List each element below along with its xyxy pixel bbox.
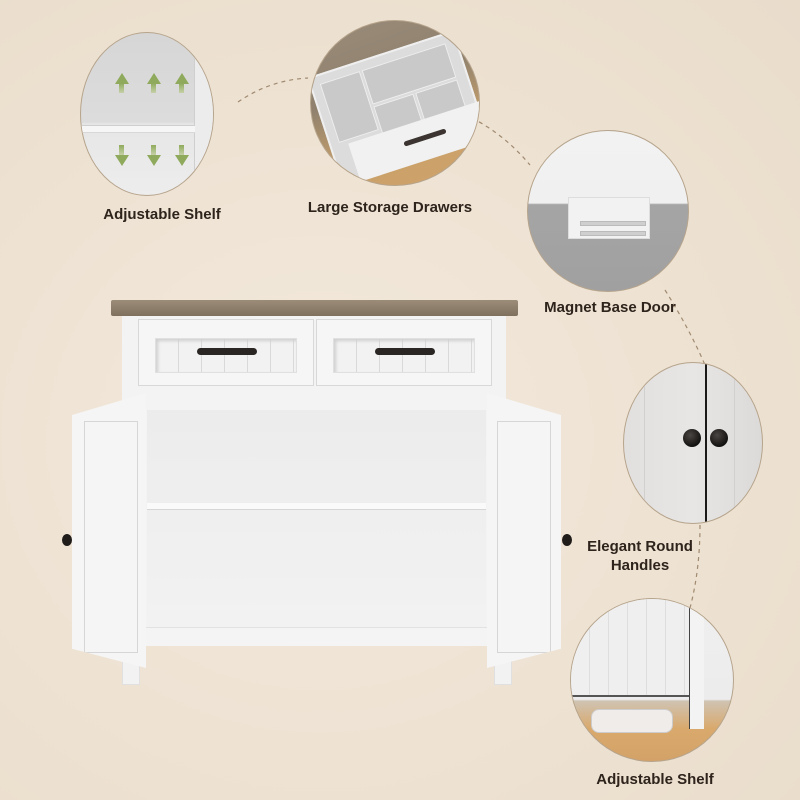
cabinet-interior: [147, 410, 486, 628]
cabinet-leg: [689, 599, 704, 729]
cabinet-base: [135, 627, 497, 646]
cabinet-top: [111, 300, 518, 316]
drawer-right: [316, 319, 492, 386]
label-elegant-round-handles: Elegant Round Handles: [587, 538, 693, 574]
door-knob-icon: [62, 534, 72, 546]
arrow-up-icon: [175, 73, 189, 84]
cabinet-door: [571, 599, 689, 697]
interior-shelf: [147, 503, 486, 510]
label-magnet-base-door: Magnet Base Door: [544, 299, 676, 316]
callout-image-adjustable-shelf-bottom: [570, 598, 734, 762]
label-adjustable-shelf-top: Adjustable Shelf: [103, 206, 221, 223]
label-large-storage-drawers: Large Storage Drawers: [307, 199, 473, 216]
drawer-handle-icon: [375, 348, 435, 355]
callout-image-elegant-round-handles: [623, 362, 763, 524]
door-left-open: [72, 393, 146, 668]
robot-vacuum: [591, 709, 673, 733]
arrow-up-icon: [147, 73, 161, 84]
round-knob-icon: [683, 429, 701, 447]
callout-image-large-storage-drawers: [310, 20, 480, 186]
door-gap: [705, 363, 707, 523]
arrow-down-icon: [175, 155, 189, 166]
arrow-down-icon: [115, 155, 129, 166]
arrow-down-icon: [147, 155, 161, 166]
round-knob-icon: [710, 429, 728, 447]
callout-image-magnet-base-door: [527, 130, 689, 292]
arrow-up-icon: [115, 73, 129, 84]
drawer-handle-icon: [197, 348, 257, 355]
cabinet-side-panel: [194, 33, 213, 195]
door-right-open: [487, 393, 561, 668]
drawer-left: [138, 319, 314, 386]
label-adjustable-shelf-bottom: Adjustable Shelf: [596, 771, 714, 788]
shelf-board: [81, 125, 195, 133]
callout-image-adjustable-shelf-top: [80, 32, 214, 196]
door-knob-icon: [562, 534, 572, 546]
